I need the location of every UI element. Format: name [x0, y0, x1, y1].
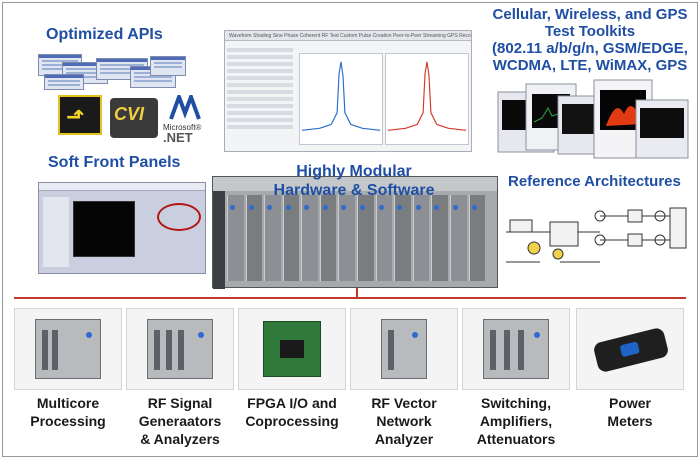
toolkit-screens-image	[497, 79, 689, 159]
red-spectrum-plot	[385, 53, 469, 145]
pxi-controller-icon	[14, 308, 122, 390]
optimized-apis-title: Optimized APIs	[46, 26, 163, 43]
reference-architectures-title: Reference Architectures	[508, 173, 681, 190]
soft-front-panels-title: Soft Front Panels	[48, 154, 181, 171]
reference-architecture-diagram	[500, 196, 690, 268]
blue-spectrum-plot	[299, 53, 383, 145]
cellular-toolkits-title: Cellular, Wireless, and GPS Test Toolkit…	[492, 6, 688, 74]
net-label: .NET	[163, 130, 193, 145]
divider-line	[14, 297, 686, 299]
power-meter-icon	[576, 308, 684, 390]
dotnet-logo-icon: Microsoft® .NET	[163, 93, 211, 145]
rf-module-icon	[126, 308, 234, 390]
labview-logo-icon: ⬏	[58, 95, 102, 135]
product-label-switching: Switching,Amplifiers,Attenuators	[476, 395, 556, 447]
switch-module-icon	[462, 308, 570, 390]
microsoft-label: Microsoft®	[163, 123, 202, 132]
vna-module-icon	[350, 308, 458, 390]
software-screenshot: Waveform Shading Sine Phase Coherent RF …	[224, 30, 472, 152]
connector-line	[356, 288, 358, 298]
pxi-chassis-image	[212, 176, 498, 289]
fpga-board-icon	[238, 308, 346, 390]
cvi-logo-icon: CVI	[110, 98, 158, 138]
soft-front-panel-screenshot	[38, 182, 206, 274]
software-tabs: Waveform Shading Sine Phase Coherent RF …	[225, 31, 471, 41]
highly-modular-title: Highly Modular Hardware & Software	[273, 163, 435, 199]
